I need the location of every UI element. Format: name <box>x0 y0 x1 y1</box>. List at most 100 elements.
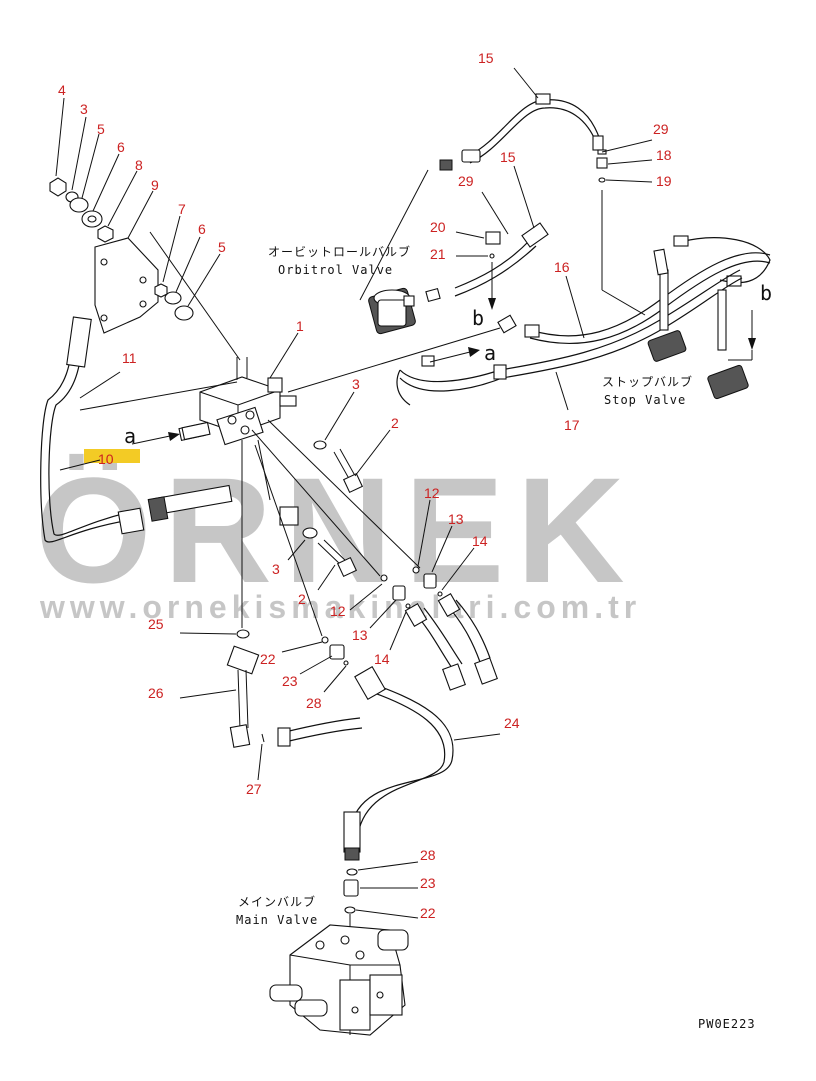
oring-14 <box>437 591 443 597</box>
port <box>351 1006 359 1014</box>
callout-15: 15 <box>478 50 494 66</box>
callout-7: 7 <box>178 201 186 217</box>
marker-b-left: b <box>472 306 484 330</box>
hose-17-line <box>399 277 743 392</box>
orbitrol-fitting <box>425 287 441 303</box>
stop-valve-1-stem <box>659 269 669 331</box>
callout-20: 18 <box>656 147 672 163</box>
callout-28: 28 <box>306 695 322 711</box>
callout-14: 14 <box>472 533 488 549</box>
callout-leader <box>555 371 569 411</box>
callout-leader <box>81 133 100 199</box>
leader-11 <box>79 371 121 399</box>
callout-23: 23 <box>282 673 298 689</box>
bolt-head <box>336 556 358 578</box>
fitting-nut <box>147 496 169 522</box>
fittings-top-right <box>596 149 646 316</box>
elbow-18 <box>485 231 501 245</box>
arrow-a-right-head <box>468 347 480 357</box>
stop-valve-2-stem <box>717 289 727 351</box>
callout-leader <box>481 191 509 235</box>
callout-6: 6 <box>117 139 125 155</box>
hose-15-line <box>469 99 601 156</box>
orbitrol-valve <box>359 159 453 335</box>
oring-14b <box>405 603 411 609</box>
callout-5b: 5 <box>218 239 226 255</box>
hose-15 <box>461 93 604 164</box>
callout-leader <box>354 429 391 477</box>
stop-label-en: Stop Valve <box>604 393 686 407</box>
hose-17-clip <box>493 364 507 380</box>
hose-line <box>423 607 463 665</box>
hose-nut <box>404 602 428 628</box>
leader-25b <box>179 632 237 635</box>
callout-leader <box>601 139 653 153</box>
callout-leader <box>513 165 535 229</box>
nut-8 <box>97 225 114 243</box>
callout-leader <box>175 236 201 293</box>
callout-17: 17 <box>564 417 580 433</box>
drawing-code: PW0E223 <box>698 1017 756 1031</box>
watermark: ÖRNEK www.ornekismakinalari.com.tr <box>35 446 636 625</box>
hose-short <box>284 727 363 743</box>
stop-valve-1 <box>647 330 687 362</box>
main-label-en: Main Valve <box>236 913 318 927</box>
bolt-shank <box>323 539 349 564</box>
bracket-plate-9 <box>94 237 159 334</box>
hose-17-line <box>399 269 741 383</box>
port-hole <box>245 410 255 420</box>
hose-17-line <box>396 369 411 406</box>
leader-22 <box>254 444 323 637</box>
nut-7 <box>154 283 168 298</box>
arrow-a-left <box>131 435 171 445</box>
orbitrol-top-nut <box>439 159 453 171</box>
port <box>355 950 365 960</box>
callout-13b: 13 <box>352 627 368 643</box>
hose-line <box>454 245 537 297</box>
callout-leader <box>607 159 653 165</box>
stop-valves <box>647 248 756 400</box>
stop-label-jp: ストップバルブ <box>602 374 693 389</box>
adapter-23 <box>329 644 345 660</box>
callout-22b: 22 <box>420 905 436 921</box>
marker-a-right: a <box>484 341 496 365</box>
fittings-main-valve <box>343 868 359 960</box>
callout-10: 10 <box>98 451 114 467</box>
hose-24-bottom-nut <box>344 847 360 861</box>
hose-16-end <box>524 324 540 338</box>
pipe-26-tube <box>237 669 241 731</box>
washer-6b <box>164 291 182 305</box>
callout-leader <box>357 861 419 871</box>
hose-short <box>284 717 361 733</box>
clamp-bracket <box>279 506 299 526</box>
orbitrol-label-jp: オービットロールバルブ <box>268 244 411 259</box>
callout-13: 13 <box>448 511 464 527</box>
callout-16: 16 <box>554 259 570 275</box>
callout-leader <box>107 170 138 227</box>
callout-12: 12 <box>424 485 440 501</box>
callout-leader <box>513 67 539 99</box>
washer-3-low <box>302 527 318 539</box>
callout-28b: 28 <box>420 847 436 863</box>
callouts: 4 3 5 6 8 9 7 6 5 1 11 3 2 10 12 13 14 3… <box>55 50 672 921</box>
oring-19 <box>489 253 495 259</box>
pipe-10-nut <box>117 507 145 535</box>
callout-leader <box>162 215 181 283</box>
hose-15-end <box>461 149 481 163</box>
leader-12 <box>267 419 421 569</box>
hose-end <box>442 663 466 691</box>
leader-right <box>287 327 501 393</box>
fastener-stack-top-left <box>49 177 194 334</box>
hose-16-end <box>673 235 689 247</box>
main-valve-section <box>339 979 371 1031</box>
callout-leader <box>187 253 221 307</box>
orbitrol-port <box>403 295 415 307</box>
callout-leader <box>179 689 237 699</box>
pipe-10-elbow <box>66 316 92 368</box>
callout-27: 27 <box>246 781 262 797</box>
hose-15-end <box>592 135 604 151</box>
callout-leader <box>257 743 263 781</box>
callout-leader <box>317 564 336 591</box>
callout-leader <box>349 583 383 611</box>
